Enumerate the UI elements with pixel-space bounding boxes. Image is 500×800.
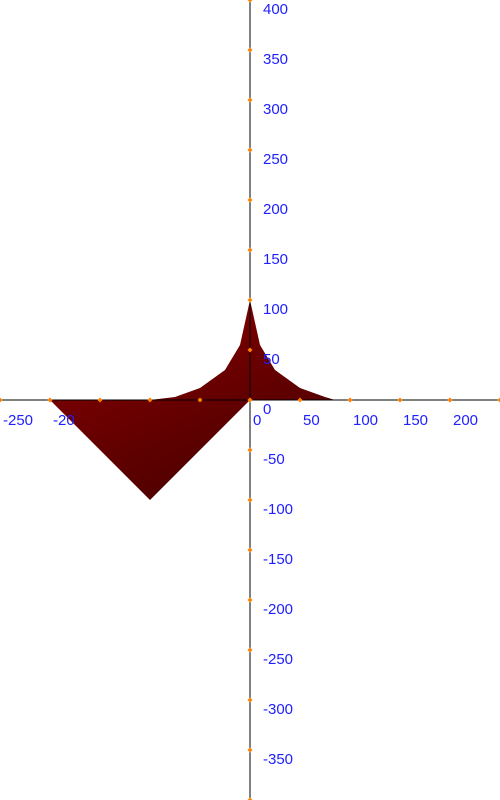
y-tick-marker: [247, 697, 253, 703]
y-tick-marker: [247, 747, 253, 753]
y-tick-marker: [247, 597, 253, 603]
x-tick-label: 200: [453, 412, 478, 429]
y-tick-marker: [247, 247, 253, 253]
x-tick-marker: [97, 397, 103, 403]
x-tick-label: 50: [303, 412, 320, 429]
x-tick-marker: [0, 397, 3, 403]
y-tick-label: -150: [263, 551, 293, 568]
y-tick-label: -100: [263, 501, 293, 518]
y-tick-label: 200: [263, 201, 288, 218]
x-tick-marker: [347, 397, 353, 403]
y-tick-label: -250: [263, 651, 293, 668]
x-tick-marker: [147, 397, 153, 403]
y-tick-marker: [247, 647, 253, 653]
y-tick-label: -200: [263, 601, 293, 618]
y-tick-marker: [247, 197, 253, 203]
y-tick-marker: [247, 147, 253, 153]
y-tick-marker: [247, 797, 253, 800]
x-tick-label: -250: [3, 412, 33, 429]
x-tick-marker: [497, 397, 500, 403]
y-tick-label: 300: [263, 101, 288, 118]
y-tick-label: 50: [263, 351, 280, 368]
x-tick-marker: [447, 397, 453, 403]
y-tick-label: 250: [263, 151, 288, 168]
y-tick-marker: [247, 0, 253, 3]
y-tick-marker: [247, 347, 253, 353]
y-tick-label: -50: [263, 451, 285, 468]
x-tick-marker: [397, 397, 403, 403]
y-tick-marker: [247, 397, 253, 403]
x-tick-marker: [47, 397, 53, 403]
y-tick-label: 0: [263, 401, 271, 418]
y-tick-label: 400: [263, 1, 288, 18]
y-tick-label: -350: [263, 751, 293, 768]
x-tick-marker: [297, 397, 303, 403]
y-tick-label: -300: [263, 701, 293, 718]
y-tick-marker: [247, 297, 253, 303]
x-tick-label: 0: [253, 412, 261, 429]
y-tick-marker: [247, 547, 253, 553]
x-tick-label: -20: [53, 412, 75, 429]
y-tick-marker: [247, 447, 253, 453]
x-tick-label: 150: [403, 412, 428, 429]
y-tick-marker: [247, 97, 253, 103]
x-tick-marker: [197, 397, 203, 403]
y-tick-marker: [247, 497, 253, 503]
y-tick-label: 350: [263, 51, 288, 68]
x-tick-label: 100: [353, 412, 378, 429]
y-tick-label: 100: [263, 301, 288, 318]
y-tick-label: 150: [263, 251, 288, 268]
y-tick-marker: [247, 47, 253, 53]
